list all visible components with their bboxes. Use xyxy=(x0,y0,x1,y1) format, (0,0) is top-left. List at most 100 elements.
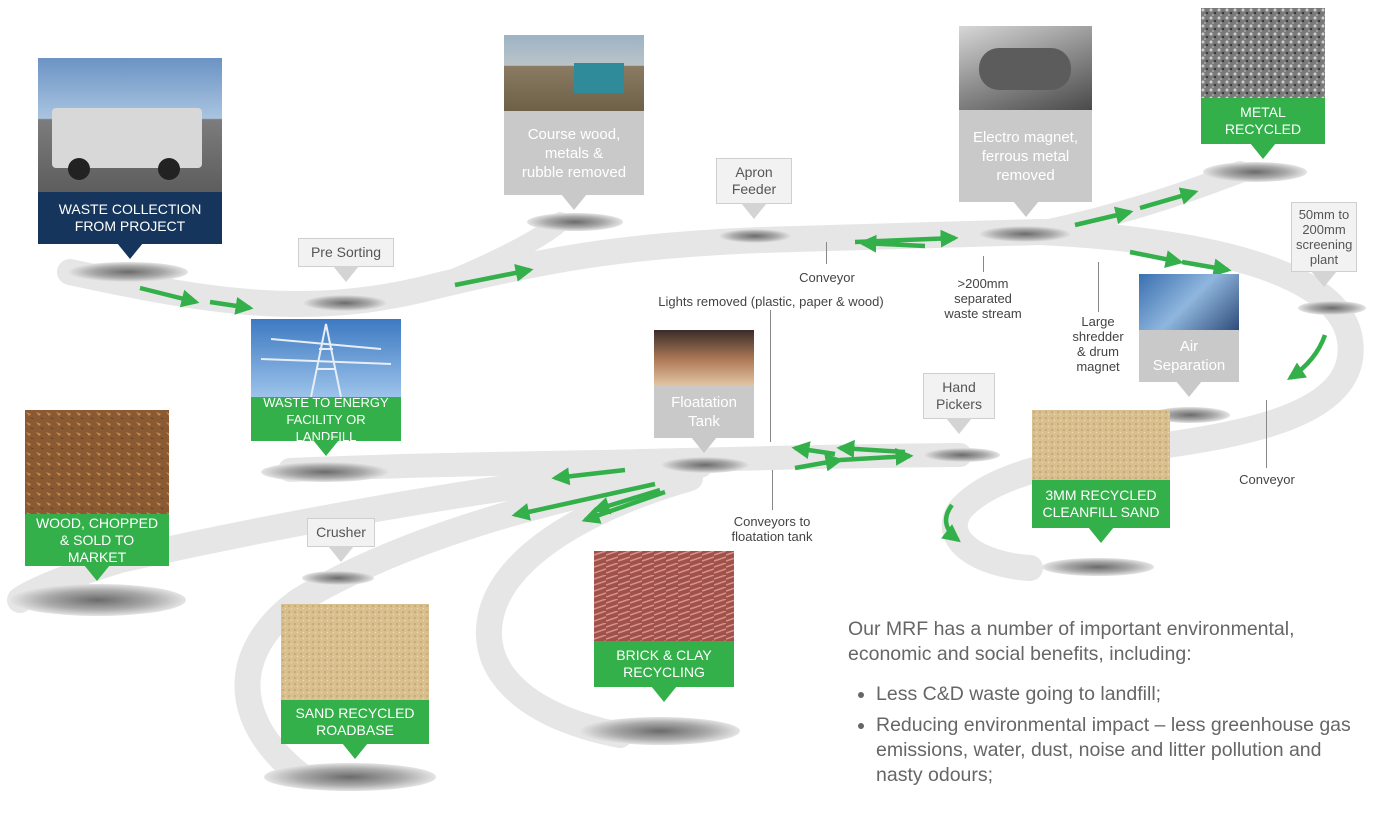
shadow-metal xyxy=(1203,162,1307,182)
apron-feeder-label: Apron Feeder xyxy=(716,158,792,204)
pointer xyxy=(328,546,354,562)
card-waste-to-energy: WASTE TO ENERGY FACILITY OR LANDFILL xyxy=(251,319,401,456)
track-sand-branch xyxy=(234,459,703,788)
shadow-cleanfill xyxy=(1042,558,1154,576)
arrow-hand-1 xyxy=(794,453,844,472)
brick-photo xyxy=(594,551,734,641)
excavator-photo xyxy=(504,35,644,111)
conveyor-right-note: Conveyor xyxy=(1239,472,1295,487)
arrow-brick xyxy=(581,489,666,524)
woodchips-photo xyxy=(25,410,169,514)
pointer xyxy=(84,565,110,581)
pointer xyxy=(1311,271,1337,287)
leader-separated xyxy=(983,256,984,272)
card-electro-magnet: Electro magnet, ferrous metal removed xyxy=(959,26,1092,217)
pointer xyxy=(946,418,972,434)
shadow-screening xyxy=(1298,301,1366,315)
sand-roadbase-label: SAND RECYCLED ROADBASE xyxy=(281,700,429,744)
callout-screening-plant: 50mm to 200mm screening plant xyxy=(1291,202,1357,287)
shadow-course-wood xyxy=(527,213,623,231)
pointer xyxy=(691,437,717,453)
callout-crusher: Crusher xyxy=(307,518,375,562)
arrow-metal-2 xyxy=(1139,187,1199,211)
separated-stream-note: >200mm separated waste stream xyxy=(944,276,1022,321)
floatation-tank-label: Floatation Tank xyxy=(654,386,754,438)
pointer xyxy=(561,194,587,210)
shadow-pre-sorting xyxy=(303,295,387,311)
cleanfill-label: 3MM RECYCLED CLEANFILL SAND xyxy=(1032,480,1170,528)
brick-clay-label: BRICK & CLAY RECYCLING xyxy=(594,641,734,687)
benefit-item: Reducing environmental impact – less gre… xyxy=(876,713,1368,788)
arrow-loop-down xyxy=(1287,334,1328,380)
arrow-hand-4 xyxy=(836,439,906,458)
card-air-separation: Air Separation xyxy=(1139,274,1239,397)
wood-label: WOOD, CHOPPED & SOLD TO MARKET xyxy=(25,514,169,566)
conveyor-top-note: Conveyor xyxy=(799,270,855,285)
card-wood: WOOD, CHOPPED & SOLD TO MARKET xyxy=(25,410,169,581)
shadow-hand-pickers xyxy=(924,448,1000,462)
benefits-intro: Our MRF has a number of important enviro… xyxy=(848,618,1295,665)
card-sand-roadbase: SAND RECYCLED ROADBASE xyxy=(281,604,429,759)
leader-lights xyxy=(770,310,771,442)
leader-conveyor-top xyxy=(826,242,827,264)
arrow-hand-2 xyxy=(791,441,836,460)
arrow-metal-1 xyxy=(1074,206,1134,228)
arrow-presort xyxy=(454,263,534,288)
arrow-clean xyxy=(941,503,961,543)
pointer xyxy=(1012,201,1039,217)
electro-magnet-label: Electro magnet, ferrous metal removed xyxy=(959,110,1092,202)
truck-wheel xyxy=(68,158,90,180)
pointer xyxy=(1176,381,1202,397)
benefits-section: Our MRF has a number of important enviro… xyxy=(848,617,1368,794)
pointer xyxy=(313,440,339,456)
callout-hand-pickers: Hand Pickers xyxy=(923,373,995,434)
cleanfill-photo xyxy=(1032,410,1170,480)
pointer xyxy=(1088,527,1114,543)
conveyors-to-tank-note: Conveyors to floatation tank xyxy=(731,514,813,544)
crusher-label: Crusher xyxy=(307,518,375,547)
shadow-electro xyxy=(979,226,1071,242)
air-photo xyxy=(1139,274,1239,330)
truck-photo xyxy=(38,58,222,192)
arrow-sand xyxy=(591,487,661,515)
arrow-wood xyxy=(551,467,626,486)
sand-photo xyxy=(281,604,429,700)
arrow-right-2 xyxy=(1181,258,1232,277)
pre-sorting-label: Pre Sorting xyxy=(298,238,394,267)
conveyor-machine xyxy=(574,63,624,93)
callout-pre-sorting: Pre Sorting xyxy=(298,238,394,282)
leader-conveyor-right xyxy=(1266,400,1267,468)
screening-plant-label: 50mm to 200mm screening plant xyxy=(1291,202,1357,272)
pointer xyxy=(741,203,767,219)
arrow-collect-1 xyxy=(139,285,200,308)
benefits-list: Less C&D waste going to landfill; Reduci… xyxy=(848,682,1368,788)
card-cleanfill-sand: 3MM RECYCLED CLEANFILL SAND xyxy=(1032,410,1170,543)
track-right-loop xyxy=(941,219,1364,581)
truck-wheel xyxy=(158,158,180,180)
shadow-crusher xyxy=(302,571,374,585)
course-wood-label: Course wood, metals & rubble removed xyxy=(504,111,644,195)
card-waste-collection: WASTE COLLECTION FROM PROJECT xyxy=(38,58,222,259)
benefit-item: Less C&D waste going to landfill; xyxy=(876,682,1368,707)
shredder-note: Large shredder & drum magnet xyxy=(1072,314,1124,374)
pointer xyxy=(651,686,677,702)
pointer xyxy=(117,243,143,259)
waste-collection-label: WASTE COLLECTION FROM PROJECT xyxy=(38,192,222,244)
shadow-floatation xyxy=(661,457,749,473)
callout-apron-feeder: Apron Feeder xyxy=(716,158,792,219)
shadow-wood xyxy=(10,584,186,616)
pointer xyxy=(1250,143,1276,159)
pylon-icon xyxy=(260,323,392,397)
shadow-brick xyxy=(580,717,740,745)
shadow-sand xyxy=(264,763,436,791)
pointer xyxy=(333,266,359,282)
shadow-air xyxy=(1150,407,1230,423)
metal-photo xyxy=(1201,8,1325,98)
card-brick-clay: BRICK & CLAY RECYCLING xyxy=(594,551,734,702)
card-floatation-tank: Floatation Tank xyxy=(654,330,754,453)
arrow-apron-back xyxy=(858,234,926,253)
magnet-drum xyxy=(979,48,1071,90)
metal-label: METAL RECYCLED xyxy=(1201,98,1325,144)
shadow-waste-energy xyxy=(261,462,389,482)
